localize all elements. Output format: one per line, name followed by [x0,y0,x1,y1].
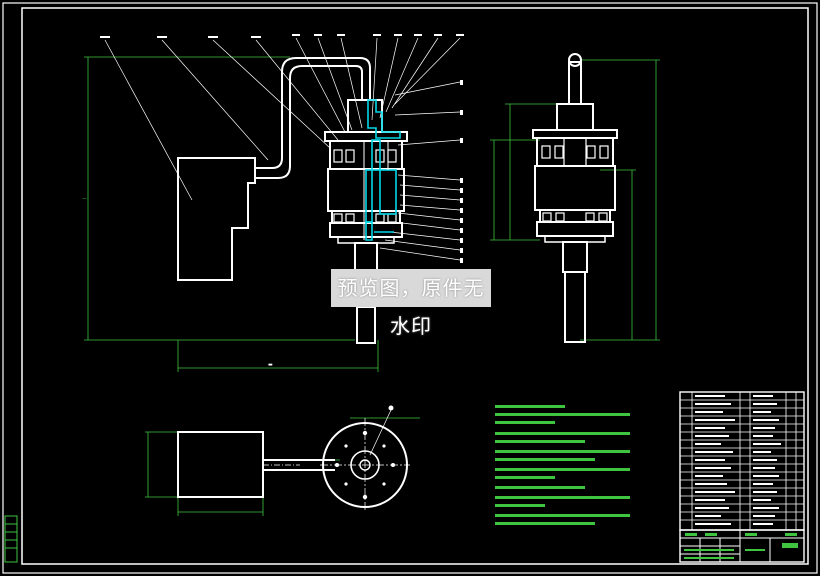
side-dimensions [490,59,660,341]
title-block-text [684,533,798,559]
front-view: — ▬ [82,34,464,372]
side-view [490,53,660,343]
front-dimensions: — ▬ [82,56,379,372]
parts-list-text [695,395,781,525]
parts-list [679,391,805,531]
svg-text:—: — [82,196,87,202]
front-leader-tags-top [100,34,464,38]
front-pipe [255,57,371,169]
front-leaders-right [379,81,461,261]
preview-watermark: 预览图，原件无水印 [331,269,491,338]
technical-notes [495,405,630,525]
svg-text:▬: ▬ [268,362,273,368]
front-leader-tags-right [460,80,463,263]
top-dimensions [145,417,420,516]
front-leaders-top [104,37,461,201]
margin-mark [4,515,18,563]
front-housing [177,157,256,281]
top-view [145,405,420,516]
